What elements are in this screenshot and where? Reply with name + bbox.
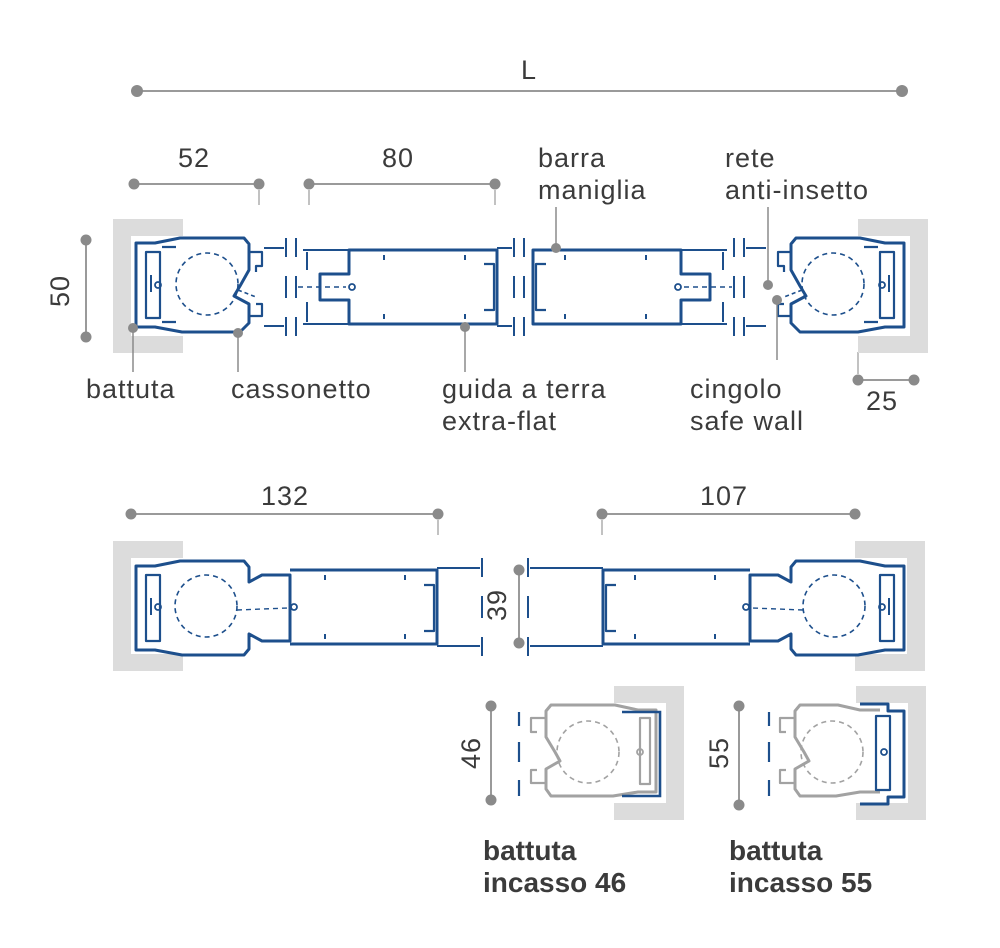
caption-46-line2: incasso 46 — [483, 867, 627, 898]
wall-left-bottom — [113, 541, 183, 671]
dimension-line-25 — [852, 352, 920, 386]
dimension-line-46 — [485, 700, 497, 806]
guide-rail-bottom-center — [437, 558, 603, 656]
label-rete-line2: anti-insetto — [725, 175, 870, 205]
roller-circle-left — [175, 252, 239, 316]
cassonetto-right-profile — [776, 236, 906, 334]
caption-incasso-46: battuta incasso 46 — [483, 835, 626, 899]
label-battuta: battuta — [86, 374, 176, 404]
dimension-label-50: 50 — [45, 274, 76, 308]
label-rete-line1: rete — [725, 143, 776, 173]
dimension-label-52: 52 — [178, 143, 211, 173]
assembly2-left-profile — [134, 559, 439, 657]
dimension-line-132 — [125, 508, 444, 535]
roller-circle-bottom-right — [802, 574, 866, 638]
guide-rail-left — [264, 238, 297, 336]
roller-circle-right — [801, 252, 865, 316]
dimension-label-39: 39 — [482, 588, 513, 622]
label-barra-maniglia: barra maniglia — [538, 142, 647, 206]
dimension-label-L: L — [521, 55, 538, 85]
assembly2-right-profile — [601, 559, 906, 657]
dimension-line-L — [131, 85, 908, 97]
dimension-line-52 — [128, 178, 265, 205]
label-guida-line1: guida a terra — [442, 374, 607, 404]
guida-a-terra-profile — [298, 248, 499, 326]
wall-incasso-55 — [856, 686, 926, 820]
dimension-line-107 — [596, 508, 861, 535]
roller-circle-bottom-left — [174, 574, 238, 638]
caption-55-line1: battuta — [729, 835, 823, 866]
incasso-55-profile — [778, 703, 880, 798]
label-rete-anti-insetto: rete anti-insetto — [725, 142, 869, 206]
dimension-label-107: 107 — [700, 481, 749, 511]
incasso-55-blue — [860, 702, 906, 806]
guide-rail-center — [497, 238, 525, 336]
guide-rail-right — [733, 238, 766, 336]
dimension-line-80 — [303, 178, 501, 205]
dimension-label-46: 46 — [456, 736, 487, 770]
roller-circle-incasso-55 — [800, 720, 864, 784]
cassonetto-left-profile — [134, 236, 264, 334]
incasso-46-profile — [529, 703, 658, 798]
wall-incasso-46 — [614, 686, 684, 820]
dimension-label-80: 80 — [382, 143, 415, 173]
label-cingolo-line1: cingolo — [690, 374, 783, 404]
dimension-label-55: 55 — [704, 736, 735, 770]
barra-maniglia-profile — [531, 248, 732, 326]
wall-left-top — [113, 219, 183, 353]
label-cingolo: cingolo safe wall — [690, 373, 804, 437]
label-guida-a-terra: guida a terra extra-flat — [442, 373, 607, 437]
dimension-line-50 — [80, 234, 92, 343]
dimension-line-39 — [513, 564, 525, 649]
label-guida-line2: extra-flat — [442, 406, 558, 436]
wall-right-top — [858, 219, 928, 353]
label-barra-line1: barra — [538, 143, 607, 173]
callout-leaders — [128, 207, 782, 372]
roller-circle-incasso-46 — [556, 720, 620, 784]
incasso-46-rails — [517, 710, 662, 798]
dimension-label-25: 25 — [866, 386, 899, 416]
wall-right-bottom — [855, 541, 925, 671]
label-cingolo-line2: safe wall — [690, 406, 805, 436]
dimension-line-55 — [733, 700, 745, 811]
caption-55-line2: incasso 55 — [729, 867, 873, 898]
label-barra-line2: maniglia — [538, 175, 647, 205]
caption-46-line1: battuta — [483, 835, 577, 866]
dimension-label-132: 132 — [261, 481, 310, 511]
label-cassonetto: cassonetto — [231, 374, 372, 404]
caption-incasso-55: battuta incasso 55 — [729, 835, 872, 899]
